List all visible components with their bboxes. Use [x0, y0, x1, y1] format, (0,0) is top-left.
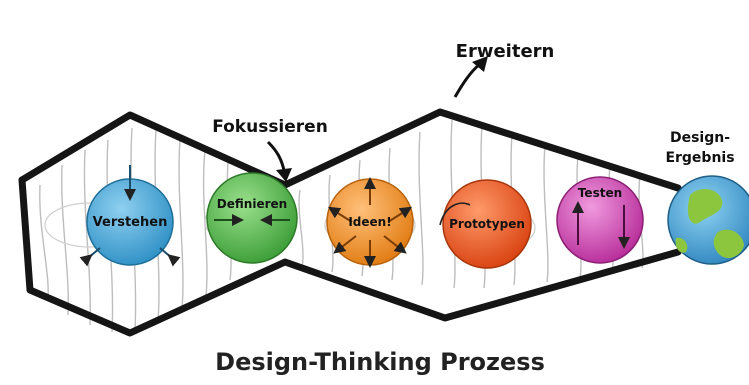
stage-label-verstehen: Verstehen: [93, 215, 168, 230]
stage-prototypen: Prototypen: [439, 179, 532, 269]
stage-label-definieren: Definieren: [217, 197, 287, 211]
stage-label-ideen: Ideen!: [348, 215, 391, 229]
fokussieren-label: Fokussieren: [212, 117, 328, 137]
annotation-fokussieren: Fokussieren: [212, 117, 328, 182]
fokussieren-arrow-icon: [276, 168, 292, 182]
stage-ideen: Ideen!: [326, 177, 414, 268]
stage-verstehen: Verstehen: [79, 165, 181, 267]
annotation-erweitern: Erweitern: [453, 41, 555, 98]
stage-testen: Testen: [556, 176, 644, 264]
process-outline: [18, 108, 682, 337]
result-globe-icon: [667, 175, 749, 265]
stage-label-testen: Testen: [578, 186, 622, 200]
result-label-line1: Design-: [670, 130, 730, 146]
stage-definieren: Definieren: [206, 172, 298, 264]
result-label-line2: Ergebnis: [665, 150, 734, 166]
erweitern-arrow-icon: [472, 56, 488, 72]
stage-label-prototypen: Prototypen: [449, 217, 525, 231]
erweitern-label: Erweitern: [456, 41, 555, 62]
annotation-design-ergebnis: Design- Ergebnis: [665, 130, 734, 166]
diagram-title: Design-Thinking Prozess: [215, 348, 545, 376]
